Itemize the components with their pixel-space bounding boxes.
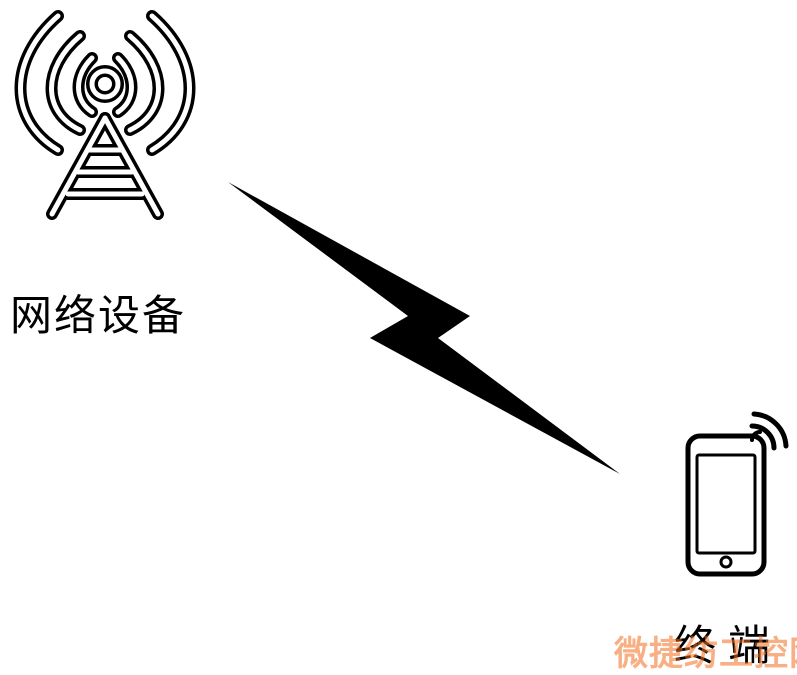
tower-mast	[46, 112, 164, 220]
lightning-bolt-icon	[228, 182, 620, 474]
cell-tower-icon	[14, 10, 196, 220]
phone-body	[685, 433, 767, 577]
terminal-label: 终端	[674, 621, 783, 670]
watermark-logo: 微捷纺工控网	[614, 634, 797, 674]
phone-signal-icon	[749, 411, 789, 451]
smartphone-icon	[685, 411, 789, 577]
network-device-label: 网络设备	[10, 291, 187, 340]
phone-home-button	[719, 555, 733, 569]
phone-screen	[695, 453, 757, 555]
